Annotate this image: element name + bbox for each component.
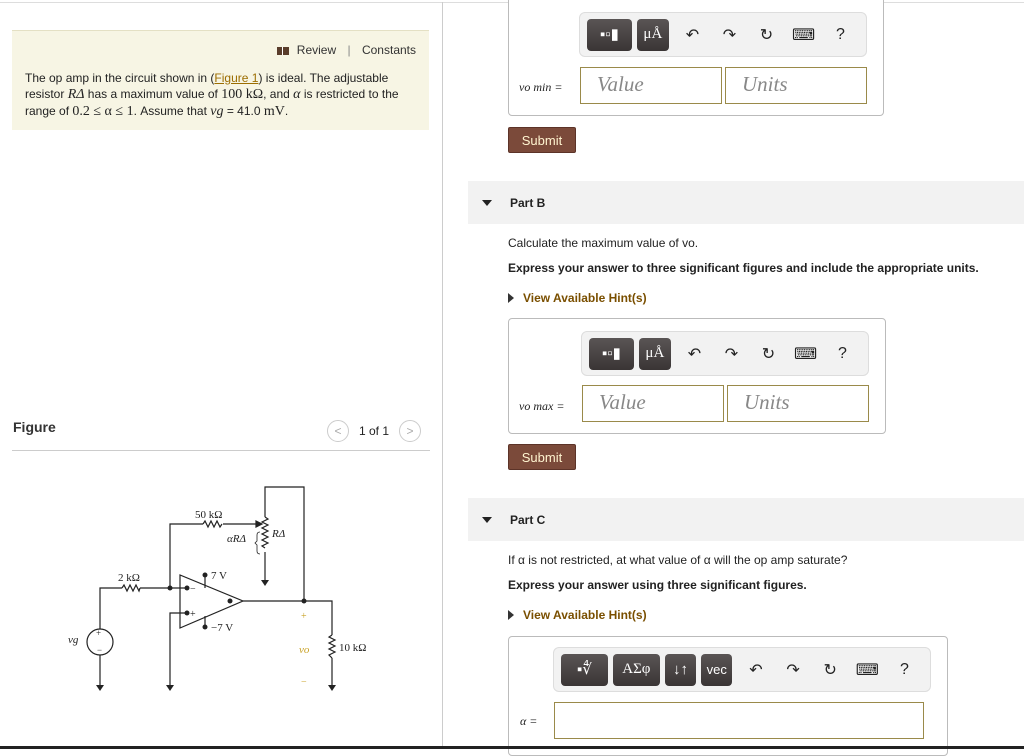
problem-text: The op amp in the circuit shown in (Figu…: [25, 71, 399, 119]
reset-icon[interactable]: ↻: [759, 26, 774, 44]
part-a-answer-box: ▪▫▮ μÅ ↶ ↷ ↻ ⌨ ? vo min = Value Units: [508, 0, 884, 116]
caret-down-icon: [482, 516, 492, 523]
svg-text:−: −: [301, 677, 307, 688]
part-c-hint-link[interactable]: View Available Hint(s): [508, 608, 647, 622]
keyboard-icon[interactable]: ⌨: [855, 661, 879, 679]
label-vo: vo: [299, 644, 310, 656]
redo-icon[interactable]: ↷: [786, 661, 800, 679]
caret-right-icon: [508, 610, 514, 620]
svg-text:+: +: [96, 628, 101, 638]
part-b-header[interactable]: Part B: [468, 181, 1024, 224]
label-neg-7v: −7 V: [211, 622, 233, 634]
figure-divider: [12, 450, 430, 451]
part-b-instruction: Express your answer to three significant…: [508, 261, 979, 275]
review-link[interactable]: Review: [296, 43, 337, 57]
part-c-header[interactable]: Part C: [468, 498, 1024, 541]
part-b-answer-box: ▪▫▮ μÅ ↶ ↷ ↻ ⌨ ? vo max = Value Units: [508, 318, 886, 434]
figure-link[interactable]: Figure 1: [214, 71, 259, 85]
svg-text:−: −: [190, 584, 196, 595]
vo-max-label: vo max =: [519, 399, 565, 413]
nodes: [96, 572, 336, 691]
math-toolbar: ▪∜ ΑΣφ ↓↑ vec ↶ ↷ ↻ ⌨ ?: [553, 647, 931, 692]
resistor-10k: [327, 634, 337, 659]
keyboard-icon[interactable]: ⌨: [791, 26, 816, 44]
problem-intro: Review | Constants The op amp in the cir…: [12, 30, 429, 130]
vo-min-label: vo min =: [519, 80, 563, 94]
wires: [99, 486, 333, 685]
op-amp: [179, 574, 245, 629]
alpha-input[interactable]: [554, 702, 924, 739]
sort-button[interactable]: ↓↑: [664, 653, 697, 686]
label-r-delta: RΔ: [271, 528, 285, 540]
svg-text:+: +: [190, 609, 196, 620]
templates-button[interactable]: ▪▫▮: [587, 18, 632, 51]
svg-text:+: +: [301, 611, 307, 622]
reset-icon[interactable]: ↻: [761, 345, 776, 363]
wiper-arrow: [255, 520, 264, 528]
label-2k: 2 kΩ: [118, 572, 140, 584]
redo-icon[interactable]: ↷: [722, 26, 737, 44]
separator: |: [347, 43, 351, 57]
figure-pager: < 1 of 1 >: [327, 420, 422, 442]
help-icon[interactable]: ?: [838, 344, 847, 362]
vo-min-value-input[interactable]: Value: [580, 67, 722, 104]
panel-divider: [442, 2, 443, 749]
vo-max-value-input[interactable]: Value: [582, 385, 724, 422]
bottom-border: [0, 746, 1024, 749]
templates-button[interactable]: ▪∜: [561, 653, 608, 686]
book-icon: [276, 46, 289, 55]
resistor-50k: [202, 519, 223, 529]
part-a-submit-button[interactable]: Submit: [508, 127, 576, 153]
help-icon[interactable]: ?: [836, 25, 845, 43]
help-icon[interactable]: ?: [899, 660, 909, 678]
part-c-instruction: Express your answer using three signific…: [508, 578, 807, 592]
label-50k: 50 kΩ: [195, 509, 222, 521]
units-button[interactable]: μÅ: [638, 337, 671, 370]
templates-button[interactable]: ▪▫▮: [589, 337, 634, 370]
figure-title: Figure: [13, 419, 56, 435]
caret-down-icon: [482, 199, 492, 206]
undo-icon[interactable]: ↶: [687, 345, 702, 363]
redo-icon[interactable]: ↷: [724, 345, 739, 363]
reset-icon[interactable]: ↻: [823, 661, 837, 679]
prev-figure-button[interactable]: <: [327, 420, 349, 442]
circuit-diagram: 50 kΩ 2 kΩ αRΔ RΔ 7 V −7 V 10 kΩ vg + − …: [68, 486, 366, 691]
greek-button[interactable]: ΑΣφ: [612, 653, 660, 686]
part-c-answer-box: ▪∜ ΑΣφ ↓↑ vec ↶ ↷ ↻ ⌨ ? α =: [508, 636, 948, 756]
vo-min-units-input[interactable]: Units: [725, 67, 867, 104]
undo-icon[interactable]: ↶: [749, 661, 763, 679]
constants-link[interactable]: Constants: [361, 43, 416, 57]
vo-max-units-input[interactable]: Units: [727, 385, 869, 422]
math-toolbar: ▪▫▮ μÅ ↶ ↷ ↻ ⌨ ?: [581, 331, 869, 376]
potentiometer: [260, 516, 270, 549]
math-toolbar: ▪▫▮ μÅ ↶ ↷ ↻ ⌨ ?: [579, 12, 867, 57]
alpha-label: α =: [520, 714, 538, 728]
part-c-question: If α is not restricted, at what value of…: [508, 553, 848, 567]
part-b-question: Calculate the maximum value of vo.: [508, 236, 699, 250]
undo-icon[interactable]: ↶: [685, 26, 700, 44]
keyboard-icon[interactable]: ⌨: [793, 345, 818, 363]
page-indicator: 1 of 1: [359, 424, 390, 438]
resistor-2k: [121, 583, 141, 593]
caret-right-icon: [508, 293, 514, 303]
voltage-source: [86, 628, 114, 656]
label-vg: vg: [68, 634, 79, 646]
part-b-hint-link[interactable]: View Available Hint(s): [508, 291, 647, 305]
intro-links: Review | Constants: [276, 43, 416, 57]
units-button[interactable]: μÅ: [636, 18, 669, 51]
label-10k: 10 kΩ: [339, 642, 366, 654]
label-alpha-r: αRΔ: [227, 533, 246, 545]
svg-text:−: −: [97, 645, 102, 655]
label-7v: 7 V: [211, 570, 227, 582]
next-figure-button[interactable]: >: [399, 420, 422, 442]
vector-button[interactable]: vec: [701, 653, 733, 686]
part-b-submit-button[interactable]: Submit: [508, 444, 576, 470]
